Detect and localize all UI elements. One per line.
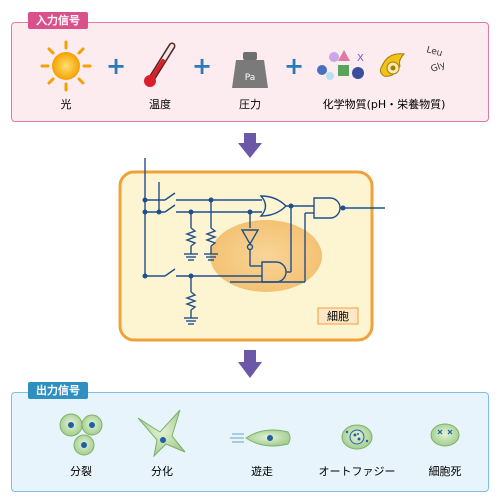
output-signals-title: 出力信号: [28, 382, 88, 399]
output-signals-panel: [11, 392, 489, 492]
down-arrow: [238, 133, 262, 158]
input-signals-title: 入力信号: [28, 12, 88, 29]
enzyme-icon: [379, 53, 406, 77]
thermometer-icon: [144, 42, 176, 87]
plus-sign: +: [192, 52, 212, 80]
output-label-differentiation: 分化: [151, 464, 173, 478]
input-label-chemicals: 化学物質(pH・栄養物質): [323, 97, 446, 111]
plus-sign: +: [284, 52, 304, 80]
amino-acid-leu: Leu: [425, 45, 443, 59]
autophagy-cell-icon: [341, 424, 373, 450]
input-label-temperature: 温度: [149, 97, 171, 111]
output-label-division: 分裂: [70, 465, 92, 478]
input-label-pressure: 圧力: [239, 98, 261, 111]
weight-label: Pa: [245, 73, 256, 83]
chemicals-icon: X: [317, 50, 364, 80]
cell-label-box: [317, 307, 359, 325]
dead-cell-icon: [430, 423, 460, 447]
amino-acid-gly: Gly: [430, 60, 448, 75]
cell-nucleus-region: [210, 220, 322, 292]
sun-icon: [40, 40, 92, 92]
down-arrow: [238, 350, 262, 378]
differentiated-cell-icon: [137, 409, 186, 458]
migrating-cell-icon: [230, 429, 291, 447]
output-label-cell-death: 細胞死: [429, 465, 462, 478]
weight-icon: Pa: [232, 52, 268, 88]
input-label-light: 光: [61, 97, 72, 111]
chem-x-label: X: [357, 53, 364, 64]
circuit-junctions: [142, 197, 346, 279]
output-label-autophagy: オートファジー: [319, 465, 396, 478]
cell-label: 細胞: [327, 310, 349, 323]
output-label-migration: 遊走: [251, 464, 273, 478]
dividing-cells-icon: [59, 413, 103, 456]
plus-sign: +: [106, 52, 126, 80]
